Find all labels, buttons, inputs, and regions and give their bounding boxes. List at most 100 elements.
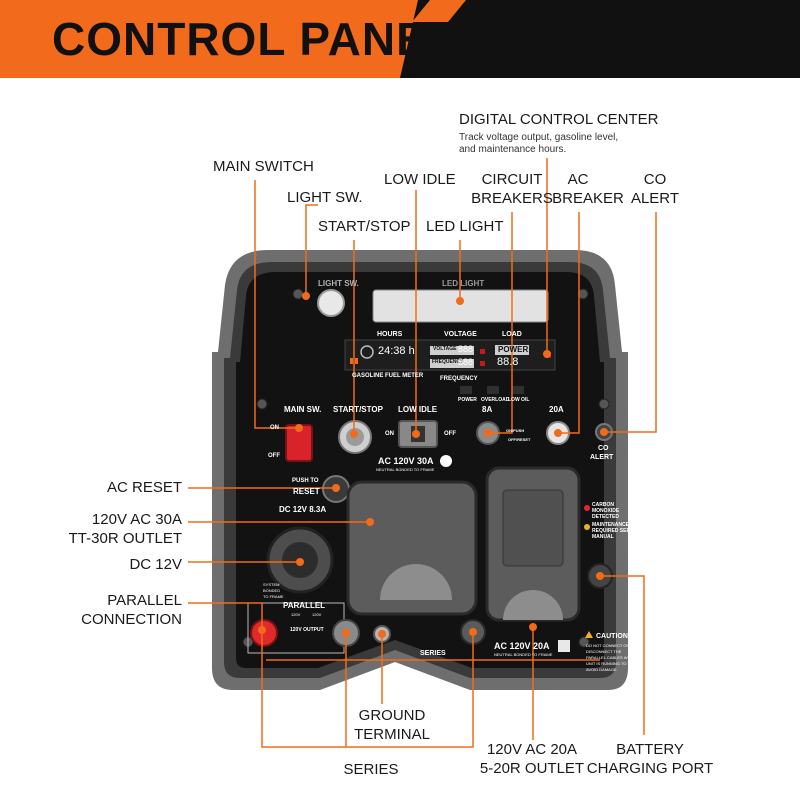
voltage-led <box>480 349 485 354</box>
callout-dc-12v: DC 12V <box>129 556 182 573</box>
callout-series: SERIES <box>343 761 399 778</box>
maintenance-dot <box>584 524 590 530</box>
panel-led-light: LED LIGHT <box>442 279 485 288</box>
panel-voltage: VOLTAGE <box>444 331 477 338</box>
caution-triangle <box>585 631 593 638</box>
output-120v-label: 120V OUTPUT <box>290 627 324 633</box>
callout-led-light: LED LIGHT <box>426 218 504 235</box>
panel-light-sw: LIGHT SW. <box>318 279 359 288</box>
power-tag: POWER <box>498 345 529 354</box>
5-20r-outlet-tab <box>503 590 563 620</box>
power-led <box>545 352 551 358</box>
series-panel-label: SERIES <box>420 650 446 657</box>
callout-main-switch: MAIN SWITCH <box>213 158 314 175</box>
caution-line-1: DO NOT CONNECT OR <box>586 643 630 648</box>
ac-reset-button[interactable] <box>322 475 350 503</box>
v120b-label: 120V <box>312 612 322 617</box>
panel-overload: OVERLOAD <box>481 397 510 403</box>
frequency-led <box>480 361 485 366</box>
co-detected-3: DETECTED <box>592 514 619 520</box>
caution-line-4: UNIT IS RUNNING TO <box>586 661 627 666</box>
neutral-bonded-30a: NEUTRAL BONDED TO FRAME <box>376 467 435 472</box>
panel-low-oil: LOW OIL <box>508 397 530 403</box>
digital-description-line-1: Track voltage output, gasoline level, <box>459 132 619 143</box>
callout-digital-control-center: DIGITAL CONTROL CENTER <box>459 111 659 128</box>
callout-light-sw: LIGHT SW. <box>287 189 363 206</box>
parallel-terminal-gray[interactable] <box>332 619 360 647</box>
callout-30a-outlet-line-1: 120V AC 30A <box>91 511 182 528</box>
co-detected-dot <box>584 505 590 511</box>
frequency-tag: FREQUENCY <box>432 359 464 365</box>
caution-line-2: DISCONNECT THE <box>586 649 622 654</box>
start-stop-knob-center <box>346 428 364 446</box>
gasoline-fuel-meter: GASOLINE FUEL METER <box>352 373 424 379</box>
callout-ac: AC <box>567 171 589 188</box>
caution-line-3: PARALLEL CABLES WHILE <box>586 655 637 660</box>
callout-alert: ALERT <box>630 190 680 207</box>
circuit-breaker-8a[interactable] <box>476 421 500 445</box>
callout-20a-outlet-line-1: 120V AC 20A <box>486 741 578 758</box>
voltage-tag: VOLTAGE <box>433 346 457 352</box>
main-switch[interactable] <box>285 424 313 462</box>
tt30r-outlet-tab <box>380 564 452 600</box>
maintenance-3: MANUAL <box>592 534 614 540</box>
outlet-symbol-20a <box>558 640 570 652</box>
low-idle-off: OFF <box>444 431 456 437</box>
panel-low-idle: LOW IDLE <box>398 405 438 414</box>
caution-label: CAUTION <box>596 633 628 640</box>
light-switch-button[interactable] <box>317 289 345 317</box>
ac-20a-label: AC 120V 20A <box>494 641 550 651</box>
callout-ground: GROUND <box>358 707 426 724</box>
power-value: 88.8 <box>497 356 519 368</box>
parallel-panel-label: PARALLEL <box>283 601 326 610</box>
panel-alert: ALERT <box>590 454 614 461</box>
co-detected-1: CARBON <box>592 502 614 508</box>
low-oil-lamp <box>512 386 524 394</box>
frequency-tag-box <box>430 359 474 368</box>
callout-20a-outlet-line-2: 5-20R OUTLET <box>479 760 585 777</box>
hours-value: 24:38 h <box>378 345 415 357</box>
main-sw-on: ON <box>270 425 279 431</box>
battery-charging-port[interactable] <box>587 563 613 589</box>
overload-lamp <box>487 386 499 394</box>
power-lamp <box>460 386 472 394</box>
maintenance-2: REQUIRED SEE <box>592 528 630 534</box>
voltage-tag-box <box>430 346 474 355</box>
panel-power: POWER <box>458 397 477 403</box>
panel-hours: HOURS <box>377 331 403 338</box>
panel-main-sw: MAIN SW. <box>284 405 322 414</box>
ac-30a-label: AC 120V 30A <box>378 456 434 466</box>
off-reset-label: OFF/RESET <box>508 437 531 442</box>
callout-30a-outlet-line-2: TT-30R OUTLET <box>68 530 182 547</box>
callout-battery-line-2: CHARGING PORT <box>586 760 714 777</box>
panel-co: CO <box>598 445 609 452</box>
on-push-label: ON/PUSH <box>506 428 525 433</box>
callout-co: CO <box>643 171 667 188</box>
callout-battery-line-1: BATTERY <box>616 741 684 758</box>
callout-breaker: BREAKER <box>552 190 624 207</box>
main-sw-off: OFF <box>268 453 280 459</box>
maintenance-1: MAINTENANCE <box>592 522 629 528</box>
low-idle-on: ON <box>385 431 394 437</box>
ac-breaker-20a[interactable] <box>546 421 570 445</box>
parallel-terminal-red[interactable] <box>250 619 278 647</box>
breaker-20a-label: 20A <box>549 405 564 414</box>
panel-load: LOAD <box>502 331 522 338</box>
low-idle-rocker <box>411 426 425 442</box>
frequency-value: 888 <box>458 357 474 367</box>
5-20r-outlet-inner <box>502 489 564 567</box>
system-label-1: SYSTEM <box>263 582 280 587</box>
callout-ac-reset: AC RESET <box>106 479 182 496</box>
callout-circuit: CIRCUIT <box>481 171 543 188</box>
ground-terminal[interactable] <box>373 625 391 643</box>
ground-symbol-30a <box>440 455 452 467</box>
breaker-8a-label: 8A <box>482 405 493 414</box>
voltage-value: 888 <box>458 344 474 354</box>
series-terminal[interactable] <box>460 619 486 645</box>
system-label-2: BONDED <box>263 588 281 593</box>
banner-accent <box>0 0 466 78</box>
fuel-gauge <box>350 345 374 364</box>
system-label-3: TO FRAME <box>263 594 284 599</box>
co-detected-2: MONOXIDE <box>592 508 620 514</box>
